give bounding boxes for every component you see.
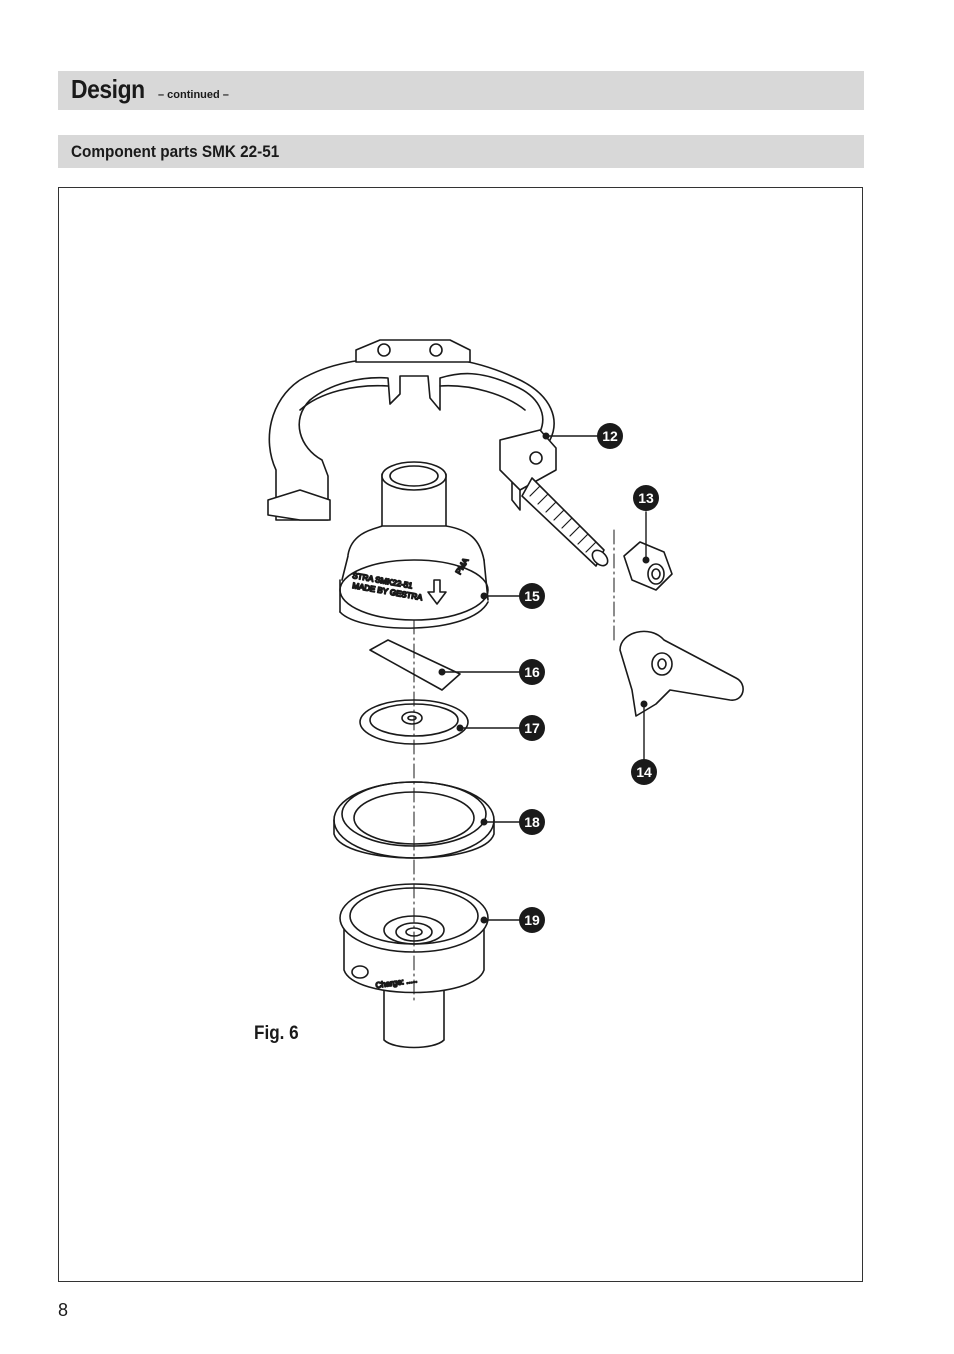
threaded-bolt [521,477,609,567]
page-number: 8 [58,1300,69,1320]
callout-15: 15 [519,583,545,609]
svg-text:16: 16 [524,664,540,680]
clamp-ring-part-12 [267,339,557,521]
callout-19: 19 [519,907,545,933]
figure-label: Fig. 6 [254,1023,299,1044]
svg-text:17: 17 [524,720,540,736]
svg-text:14: 14 [636,764,652,780]
svg-text:15: 15 [524,588,540,604]
callout-17: 17 [519,715,545,741]
page-subtitle: – continued – [158,89,229,101]
callout-14: 14 [631,759,657,785]
svg-text:18: 18 [524,814,540,830]
header-band: Design – continued – [58,71,864,110]
figure-frame [58,187,863,1282]
callout-16: 16 [519,659,545,685]
wing-nut-part-14 [619,630,744,717]
svg-text:13: 13 [638,490,654,506]
svg-text:19: 19 [524,912,540,928]
cover-part-15 [339,461,489,629]
callout-12: 12 [597,423,623,449]
callout-18: 18 [519,809,545,835]
leader-dots [438,432,650,924]
svg-text:12: 12 [602,428,618,444]
bimetal-strip-part-16 [369,639,461,691]
page-title: Design [71,74,145,104]
section-band: Component parts SMK 22-51 [58,135,864,168]
hex-nut-part-13 [623,541,673,591]
callout-13: 13 [633,485,659,511]
leader-lines [441,435,647,921]
section-title: Component parts SMK 22-51 [71,142,280,161]
